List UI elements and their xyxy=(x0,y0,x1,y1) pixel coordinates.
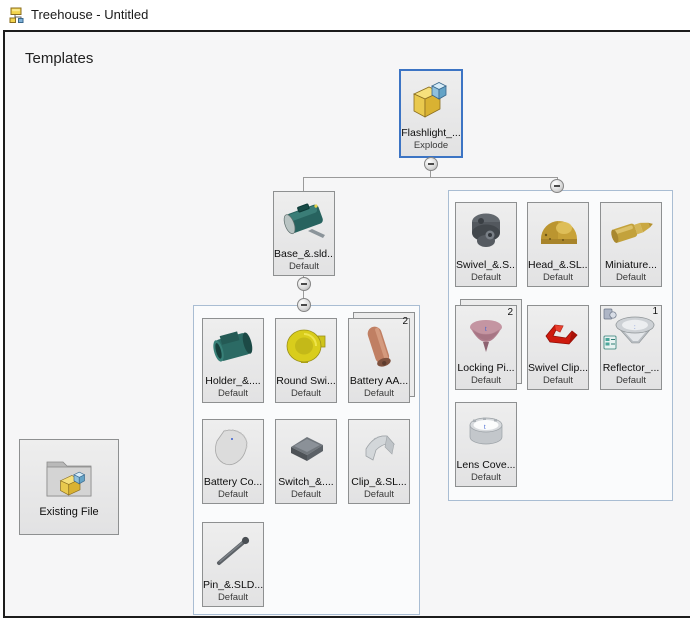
node-label: Switch_&.... xyxy=(278,476,334,488)
node-label: Head_&.SL... xyxy=(528,259,588,271)
svg-text:t: t xyxy=(484,425,486,431)
node-configuration: Default xyxy=(217,388,249,399)
node-label: Battery Co... xyxy=(203,476,263,488)
node-configuration: Default xyxy=(290,489,322,500)
existing-file-node[interactable]: Existing File xyxy=(19,439,119,535)
svg-text::: : xyxy=(634,325,636,331)
node-swivel-part[interactable]: Swivel_&.S... Default xyxy=(455,202,517,287)
treehouse-app-icon xyxy=(8,6,26,24)
node-battery-cover-part[interactable]: Battery Co... Default xyxy=(202,419,264,504)
battery-part-icon xyxy=(349,319,409,375)
node-swivel-clip-part[interactable]: Swivel Clip... Default xyxy=(527,305,589,390)
node-flashlight-assembly[interactable]: Flashlight_... Explode xyxy=(399,69,463,158)
node-configuration: Default xyxy=(470,375,502,386)
node-configuration: Default xyxy=(288,261,320,272)
node-label: Holder_&.... xyxy=(205,375,261,387)
pin-part-icon xyxy=(203,523,263,579)
node-locking-pin-part[interactable]: t Locking Pi... Default 2 xyxy=(455,299,522,390)
node-round-switch-part[interactable]: Round Swi... Default xyxy=(275,318,337,403)
collapse-button-base[interactable] xyxy=(297,277,311,291)
templates-heading: Templates xyxy=(25,50,94,67)
node-label: Round Swi... xyxy=(276,375,336,387)
node-clip-part[interactable]: Clip_&.SL... Default xyxy=(348,419,410,504)
window-title: Treehouse - Untitled xyxy=(31,7,149,22)
miniature-bulb-part-icon xyxy=(601,203,661,259)
node-configuration: Explode xyxy=(413,140,449,151)
node-configuration: Default xyxy=(363,388,395,399)
node-pin-part[interactable]: Pin_&.SLD... Default xyxy=(202,522,264,607)
node-configuration: Default xyxy=(470,472,502,483)
node-configuration: Default xyxy=(615,272,647,283)
node-configuration: Default xyxy=(470,272,502,283)
head-part-icon xyxy=(528,203,588,259)
node-configuration: Default xyxy=(363,489,395,500)
node-label: Locking Pi... xyxy=(457,362,515,374)
node-label: Flashlight_... xyxy=(401,127,461,139)
node-lens-cover-part[interactable]: t Lens Cove... Default xyxy=(455,402,517,487)
node-label: Pin_&.SLD... xyxy=(203,579,263,591)
swivel-clip-part-icon xyxy=(528,306,588,362)
existing-file-label: Existing File xyxy=(39,506,99,518)
connector-to-base xyxy=(303,177,304,191)
existing-file-folder-icon xyxy=(20,440,118,506)
connector-branch-horizontal xyxy=(304,177,558,178)
configuration-list-icon xyxy=(603,335,617,350)
node-switch-part[interactable]: Switch_&.... Default xyxy=(275,419,337,504)
node-base-part[interactable]: Base_&.sld... Default xyxy=(273,191,335,276)
node-configuration: Default xyxy=(542,375,574,386)
lens-cover-part-icon: t xyxy=(456,403,516,459)
node-label: Swivel Clip... xyxy=(528,362,588,374)
node-label: Lens Cove... xyxy=(456,459,516,471)
swivel-part-icon xyxy=(456,203,516,259)
node-reflector-part[interactable]: : Reflector_... Default 1 xyxy=(600,305,662,390)
collapse-button-left-group[interactable] xyxy=(297,298,311,312)
node-configuration: Default xyxy=(615,375,647,386)
flashlight-assembly-icon xyxy=(401,71,461,127)
reflector-part-icon: : xyxy=(601,306,661,362)
node-head-part[interactable]: Head_&.SL... Default xyxy=(527,202,589,287)
holder-part-icon xyxy=(203,319,263,375)
switch-part-icon xyxy=(276,420,336,476)
instance-count-badge: 2 xyxy=(507,307,513,318)
node-configuration: Default xyxy=(217,489,249,500)
collapse-button-root[interactable] xyxy=(424,157,438,171)
instance-count-badge: 1 xyxy=(652,306,658,317)
node-label: Reflector_... xyxy=(602,362,660,374)
instance-count-badge: 2 xyxy=(402,316,408,327)
node-label: Swivel_&.S... xyxy=(456,259,516,271)
node-configuration: Default xyxy=(542,272,574,283)
collapse-button-right-group[interactable] xyxy=(550,179,564,193)
node-label: Miniature... xyxy=(605,259,657,271)
node-miniature-bulb-part[interactable]: Miniature... Default xyxy=(600,202,662,287)
node-configuration: Default xyxy=(290,388,322,399)
locking-pin-part-icon: t xyxy=(456,306,516,362)
round-switch-part-icon xyxy=(276,319,336,375)
node-label: Clip_&.SL... xyxy=(351,476,407,488)
svg-text:t: t xyxy=(485,327,487,333)
base-part-icon xyxy=(274,192,334,248)
clip-part-icon xyxy=(349,420,409,476)
node-battery-part[interactable]: Battery AA... Default 2 xyxy=(348,312,415,403)
node-label: Base_&.sld... xyxy=(274,248,334,260)
node-holder-part[interactable]: Holder_&.... Default xyxy=(202,318,264,403)
title-bar: Treehouse - Untitled xyxy=(0,0,690,30)
part-reference-marker-icon xyxy=(603,308,617,320)
battery-cover-part-icon xyxy=(203,420,263,476)
node-label: Battery AA... xyxy=(349,375,409,387)
node-configuration: Default xyxy=(217,592,249,603)
